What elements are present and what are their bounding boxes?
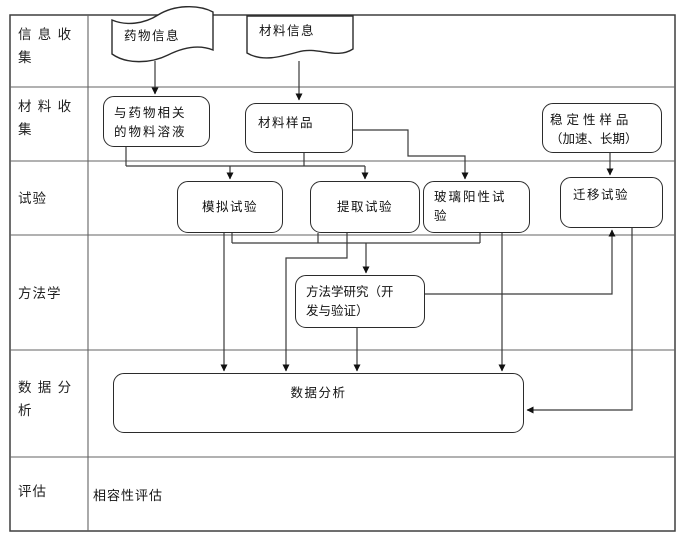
node-methodology-study: 方法学研究（开 发与验证）: [295, 275, 425, 328]
row-label-test: 试验: [18, 191, 47, 207]
flag-shape-drug-info: [111, 6, 214, 63]
row-label-evaluation: 评估: [18, 484, 47, 500]
connector-methodology-to-migration: [425, 229, 616, 295]
connector-migration-to-analysis: [526, 228, 633, 414]
node-simulation-test: 模拟试验: [177, 181, 283, 233]
node-extraction-test: 提取试验: [310, 181, 420, 233]
node-data-analysis: 数据分析: [113, 373, 524, 433]
node-stability-sample: 稳 定 性 样 品 （加速、长期）: [542, 103, 662, 153]
table-outer-border: [9, 14, 676, 532]
connector-sample-to-glass: [353, 129, 469, 180]
row-label-methodology: 方法学: [18, 286, 62, 302]
node-glass-positive-test: 玻璃阳性试 验: [423, 181, 530, 233]
document-shape-material-info: [246, 15, 354, 59]
row-label-material-collection: 材 料 收 集: [18, 99, 73, 138]
node-drug-related-solution: 与药物相关 的物料溶液: [103, 96, 210, 147]
node-drug-info-label: 药物信息: [124, 28, 181, 43]
text-compatibility-assessment: 相容性评估: [93, 489, 164, 504]
row-label-data-analysis: 数 据 分 析: [18, 380, 73, 419]
node-material-info-label: 材料信息: [259, 23, 316, 38]
table-grid: [9, 14, 676, 532]
connector-extraction-to-analysis: [282, 233, 348, 372]
node-migration-test: 迁移试验: [560, 177, 663, 228]
connectors: [125, 61, 633, 414]
node-material-sample: 材料样品: [245, 103, 353, 153]
row-label-info-collection: 信 息 收 集: [18, 27, 73, 66]
